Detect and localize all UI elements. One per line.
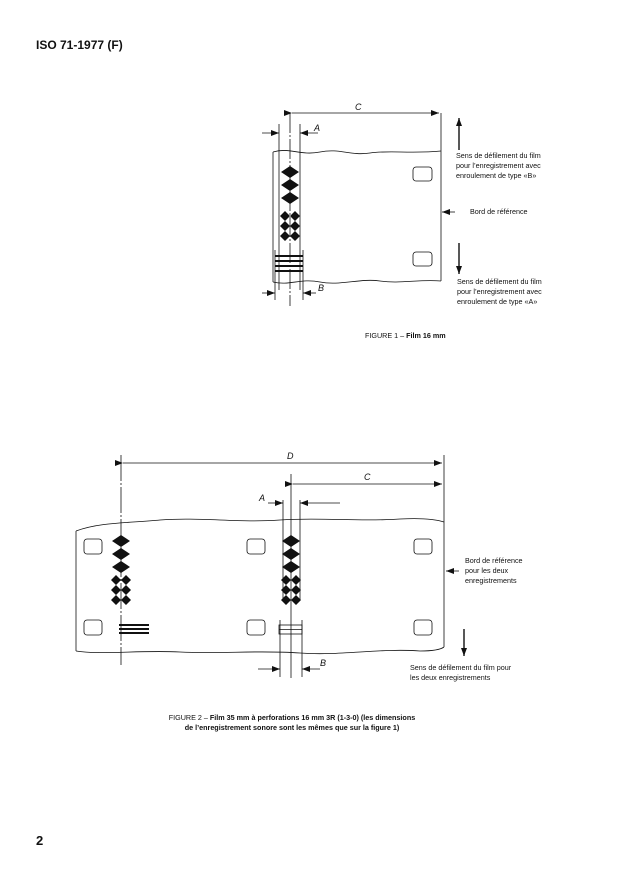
caption-prefix: FIGURE 2 – [168,713,210,722]
figure1-caption: FIGURE 1 – Film 16 mm [365,331,446,341]
figure1-sound-track-marks [275,166,303,272]
text-line: Sens de défilement du film [456,151,541,160]
text-line: Sens de défilement du film pour [410,663,512,672]
caption-line-2: de l’enregistrement sonore sont les même… [184,722,400,732]
text-line: pour les deux [465,566,509,575]
figure2-caption: FIGURE 2 – Film 35 mm à perforations 16 … [162,713,422,732]
fig1-dim-c-label: C [355,102,362,112]
figure2-sound-track-marks [111,535,301,634]
text-line: pour l’enregistrement avec [457,287,542,296]
text-line: les deux enregistrements [410,673,491,682]
fig2-dim-b-label: B [320,658,327,668]
text-line: Sens de défilement du film [457,277,542,286]
fig2-dim-c-label: C [364,472,371,482]
fig2-dim-a-label: A [259,493,266,503]
document-header: ISO 71-1977 (F) [36,38,123,52]
fig1-dim-a-label: A [314,123,321,133]
fig2-dim-d-label: D [287,451,294,461]
page-number: 2 [36,833,44,848]
fig1-reference-edge-label: Bord de référence [470,207,528,216]
text-line: enroulement de type «B» [456,171,537,180]
text-line: enregistrements [465,576,517,585]
text-line: pour l’enregistrement avec [456,161,541,170]
figure1-film-16mm [262,110,462,306]
fig1-dim-b-label: B [318,283,325,293]
caption-line-1: Film 35 mm à perforations 16 mm 3R (1-3-… [209,713,416,722]
caption-title: Film 16 mm [406,331,446,340]
text-line: Bord de référence [465,556,523,565]
caption-prefix: FIGURE 1 – [365,331,407,340]
text-line: enroulement de type «A» [457,297,538,306]
figure2-film-35mm [75,455,467,678]
